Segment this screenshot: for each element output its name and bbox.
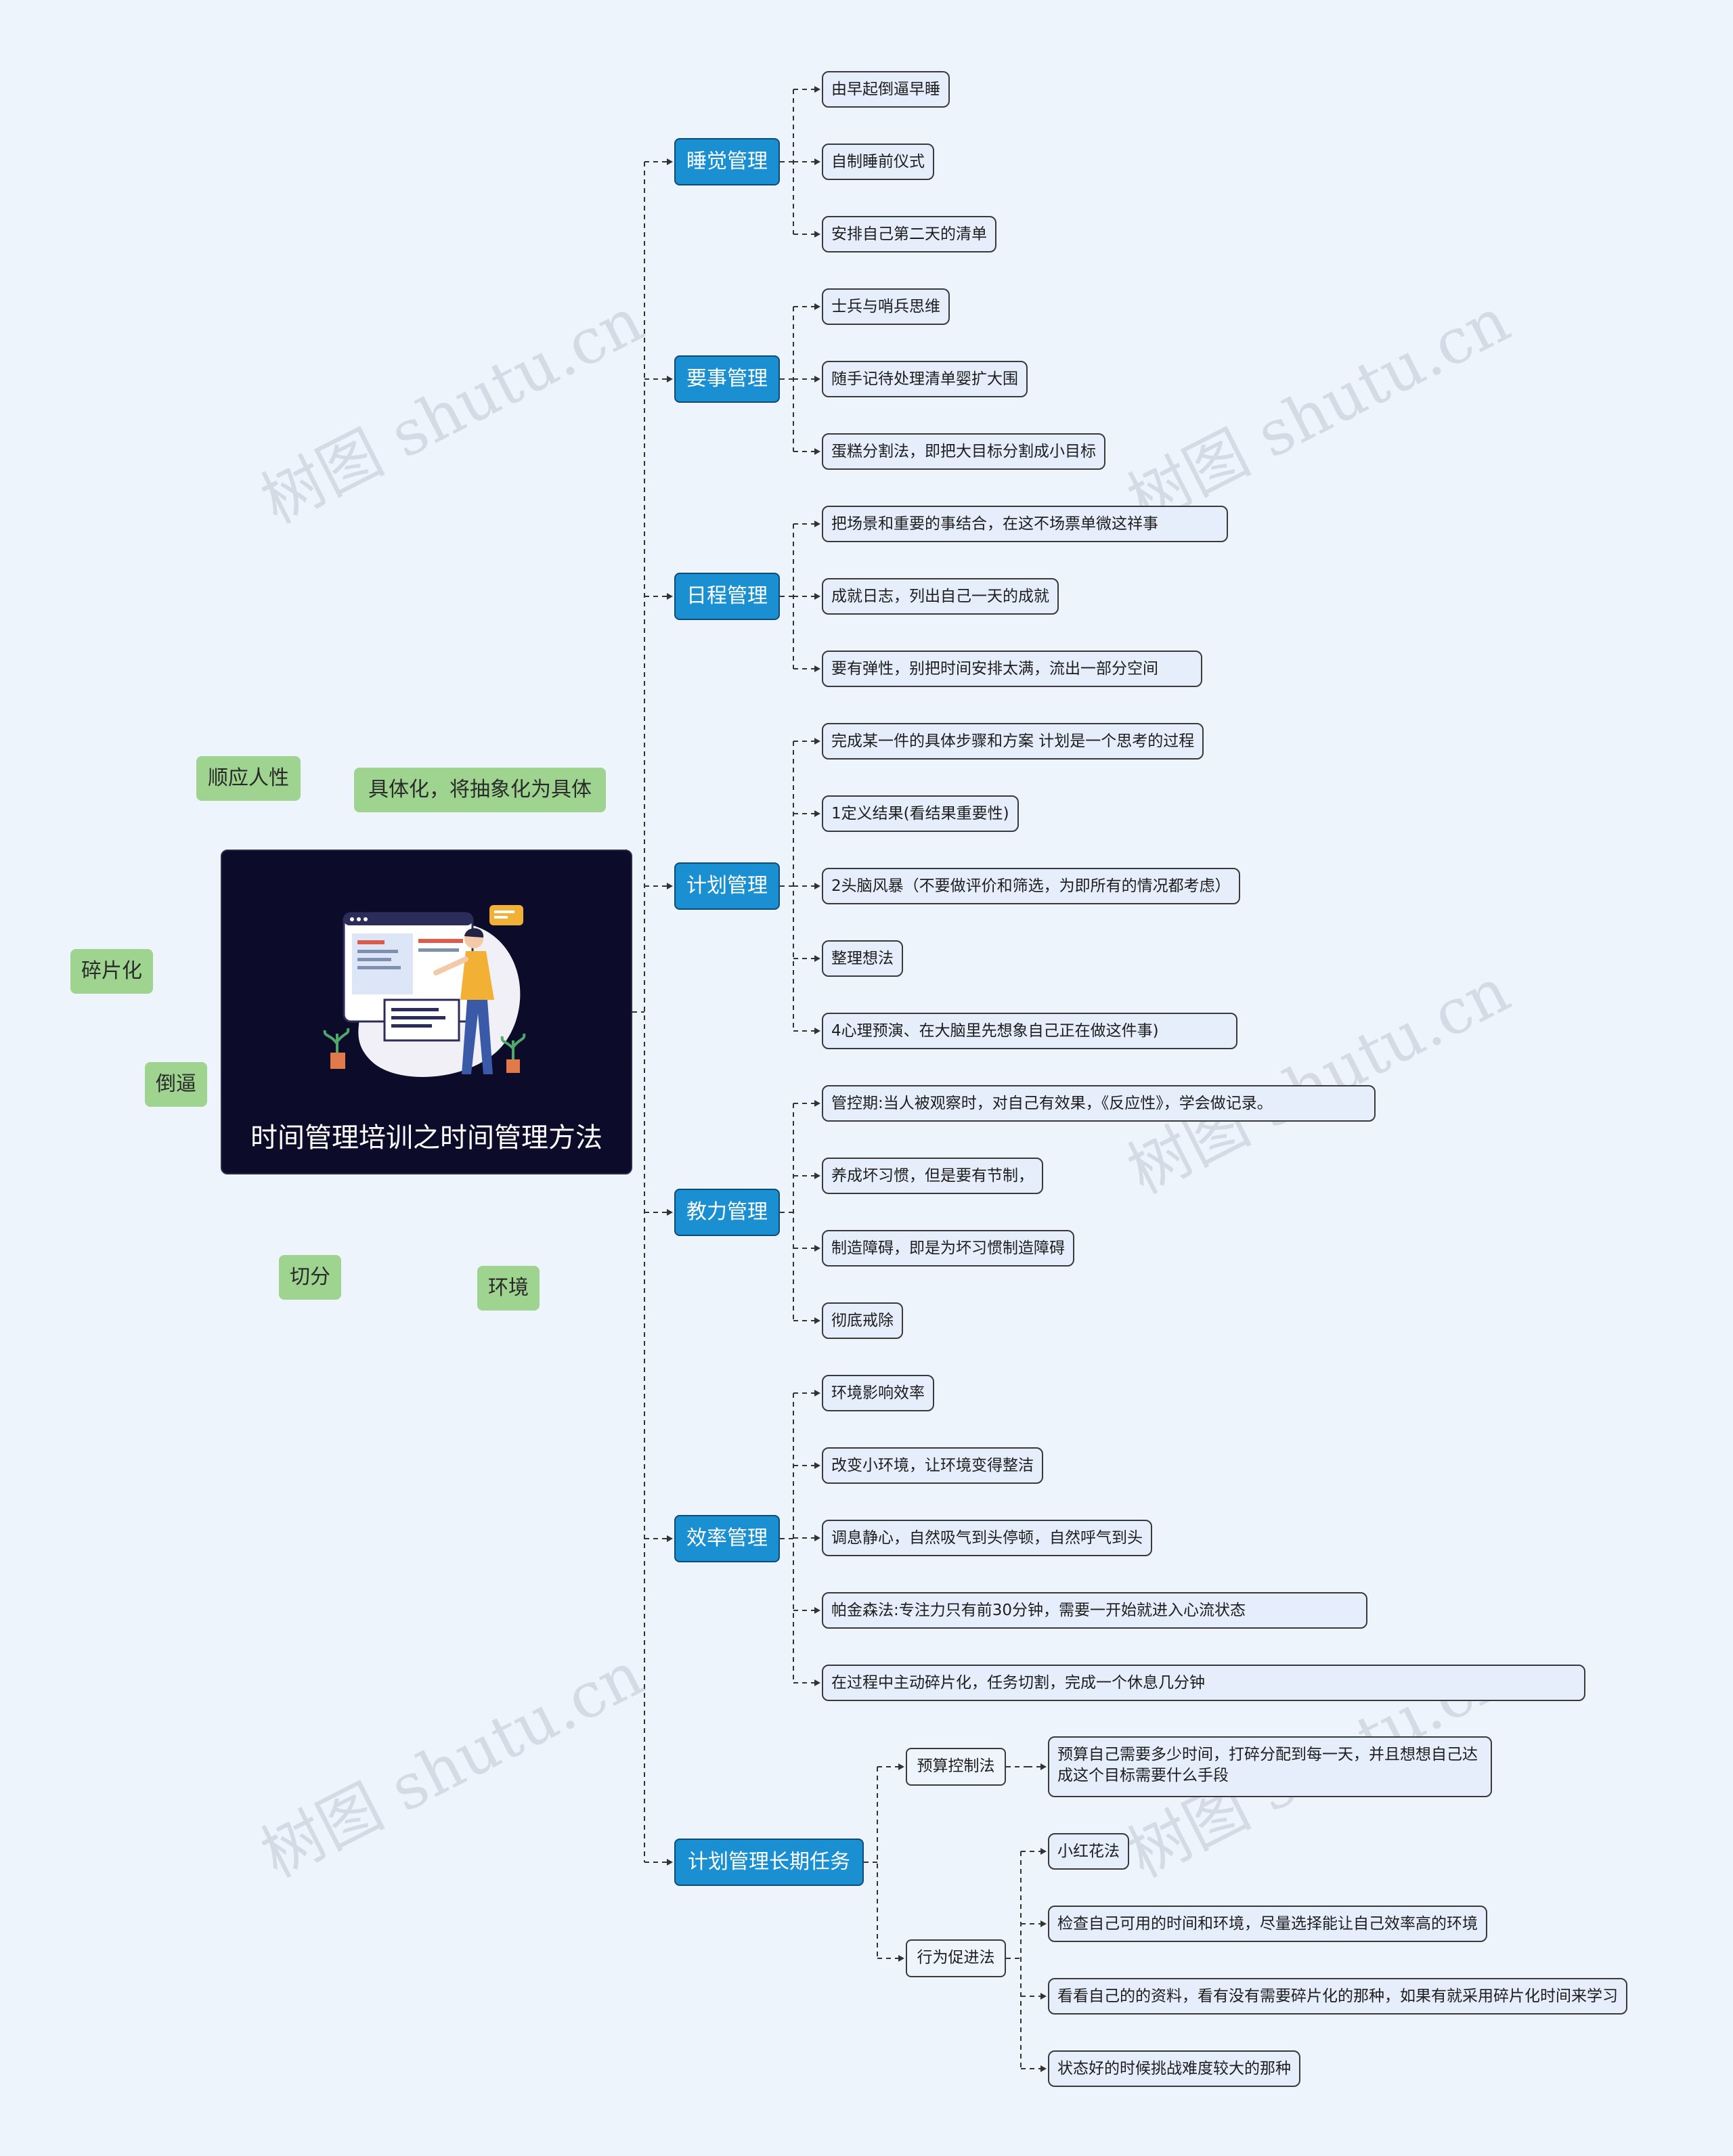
- leaf-efficiency-3[interactable]: 调息静心，自然吸气到头停顿，自然呼气到头: [822, 1520, 1152, 1556]
- tag-huanjing[interactable]: 环境: [477, 1266, 540, 1311]
- illustration: [323, 905, 526, 1077]
- leaf-plan-5[interactable]: 4心理预演、在大脑里先想象自己正在做这件事): [822, 1013, 1237, 1049]
- root-node[interactable]: 时间管理培训之时间管理方法: [221, 850, 632, 1174]
- leaf-schedule-2[interactable]: 成就日志，列出自己一天的成就: [822, 578, 1059, 615]
- tag-qiefen[interactable]: 切分: [279, 1255, 341, 1300]
- leaf-behavior-3[interactable]: 看看自己的的资料，看有没有需要碎片化的那种，如果有就采用碎片化时间来学习: [1048, 1978, 1627, 2015]
- leaf-efficiency-1[interactable]: 环境影响效率: [822, 1375, 934, 1411]
- root-title: 时间管理培训之时间管理方法: [250, 1122, 602, 1153]
- leaf-efficiency-5[interactable]: 在过程中主动碎片化，任务切割，完成一个休息几分钟: [822, 1665, 1585, 1701]
- tag-jutihua[interactable]: 具体化，将抽象化为具体: [354, 768, 606, 812]
- tag-shunying[interactable]: 顺应人性: [196, 756, 301, 801]
- leaf-sleep-3[interactable]: 安排自己第二天的清单: [822, 216, 996, 252]
- category-efficiency[interactable]: 效率管理: [674, 1515, 780, 1562]
- tag-suipianhua[interactable]: 碎片化: [70, 949, 153, 994]
- leaf-effort-3[interactable]: 制造障碍，即是为坏习惯制造障碍: [822, 1230, 1074, 1267]
- category-effort[interactable]: 教力管理: [674, 1189, 780, 1236]
- sub-behavior-promotion[interactable]: 行为促进法: [906, 1939, 1006, 1977]
- leaf-plan-3[interactable]: 2头脑风暴（不要做评价和筛选，为即所有的情况都考虑）: [822, 868, 1240, 904]
- leaf-priority-3[interactable]: 蛋糕分割法，即把大目标分割成小目标: [822, 433, 1105, 470]
- leaf-budget-1[interactable]: 预算自己需要多少时间，打碎分配到每一天，并且想想自己达成这个目标需要什么手段: [1048, 1736, 1492, 1797]
- leaf-priority-2[interactable]: 随手记待处理清单婴扩大围: [822, 361, 1028, 397]
- leaf-effort-1[interactable]: 管控期:当人被观察时，对自己有效果，《反应性》，学会做记录。: [822, 1085, 1376, 1122]
- leaf-behavior-1[interactable]: 小红花法: [1048, 1833, 1129, 1870]
- leaf-sleep-2[interactable]: 自制睡前仪式: [822, 144, 934, 180]
- category-priority[interactable]: 要事管理: [674, 355, 780, 403]
- leaf-plan-4[interactable]: 整理想法: [822, 940, 903, 977]
- leaf-priority-1[interactable]: 士兵与哨兵思维: [822, 288, 950, 325]
- category-schedule[interactable]: 日程管理: [674, 573, 780, 620]
- leaf-efficiency-2[interactable]: 改变小环境，让环境变得整洁: [822, 1447, 1043, 1484]
- leaf-schedule-3[interactable]: 要有弹性，别把时间安排太满，流出一部分空间: [822, 651, 1202, 687]
- leaf-effort-2[interactable]: 养成坏习惯，但是要有节制，: [822, 1158, 1043, 1194]
- leaf-effort-4[interactable]: 彻底戒除: [822, 1302, 903, 1339]
- category-plan[interactable]: 计划管理: [674, 862, 780, 910]
- category-sleep[interactable]: 睡觉管理: [674, 138, 780, 185]
- leaf-plan-2[interactable]: 1定义结果(看结果重要性): [822, 795, 1019, 832]
- tag-daobi[interactable]: 倒逼: [145, 1062, 207, 1107]
- leaf-behavior-4[interactable]: 状态好的时候挑战难度较大的那种: [1048, 2050, 1300, 2087]
- sub-budget-control[interactable]: 预算控制法: [906, 1748, 1006, 1786]
- category-longterm[interactable]: 计划管理长期任务: [674, 1839, 864, 1886]
- leaf-behavior-2[interactable]: 检查自己可用的时间和环境，尽量选择能让自己效率高的环境: [1048, 1906, 1487, 1942]
- leaf-schedule-1[interactable]: 把场景和重要的事结合，在这不场票单微这祥事: [822, 506, 1228, 542]
- leaf-plan-1[interactable]: 完成某一件的具体步骤和方案 计划是一个思考的过程: [822, 723, 1204, 760]
- leaf-sleep-1[interactable]: 由早起倒逼早睡: [822, 71, 950, 108]
- leaf-efficiency-4[interactable]: 帕金森法:专注力只有前30分钟，需要一开始就进入心流状态: [822, 1592, 1367, 1629]
